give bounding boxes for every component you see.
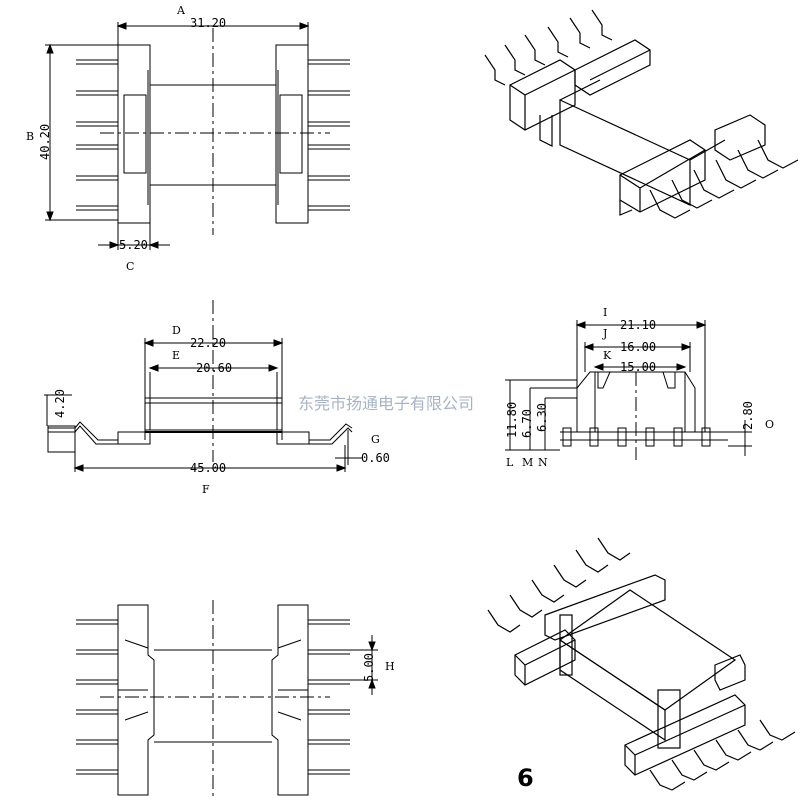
label-l: L bbox=[506, 456, 514, 469]
dim-a-value: 31.20 bbox=[190, 16, 226, 30]
side-view: 21.10 I 16.00 J 15.00 K 11.80 bbox=[505, 306, 774, 469]
company-watermark: 东莞市扬通电子有限公司 bbox=[298, 394, 474, 413]
top-view-pins-left bbox=[76, 59, 118, 211]
label-f-circle: F bbox=[202, 483, 210, 496]
label-k-circle: K bbox=[603, 349, 612, 362]
dim-g-value: 0.60 bbox=[361, 451, 390, 465]
dim-o-value: 2.80 bbox=[741, 401, 755, 430]
label-j-circle: J bbox=[602, 327, 607, 340]
dim-n-value: 6.30 bbox=[535, 403, 549, 432]
bottom-view: 5.00 H bbox=[76, 600, 395, 800]
label-h: H bbox=[385, 660, 395, 673]
bottom-view-pins-right bbox=[308, 619, 350, 775]
label-d: D bbox=[172, 324, 181, 337]
dim-height-value: 4.20 bbox=[53, 389, 67, 418]
dim-m-value: 6.70 bbox=[520, 409, 534, 438]
label-i: I bbox=[603, 306, 607, 319]
dim-e-value: 20.60 bbox=[196, 361, 232, 375]
label-k: K bbox=[603, 349, 612, 362]
dim-i-value: 21.10 bbox=[620, 318, 656, 332]
dim-k-value: 15.00 bbox=[620, 360, 656, 374]
label-g: G bbox=[371, 433, 380, 446]
iso-view-top bbox=[484, 9, 799, 219]
label-m: M bbox=[522, 456, 533, 469]
label-o-circle: O bbox=[765, 418, 774, 431]
bottom-view-pins-left bbox=[76, 619, 118, 775]
label-e-circle: E bbox=[172, 349, 180, 362]
label-c: C bbox=[126, 260, 134, 273]
label-d-circle: D bbox=[172, 324, 181, 337]
label-b: B bbox=[26, 130, 34, 143]
label-c-circle: C bbox=[126, 260, 134, 273]
page-number: 6 bbox=[517, 764, 534, 792]
label-o: O bbox=[765, 418, 774, 431]
dim-b-value: 40.20 bbox=[38, 124, 52, 160]
label-g-circle: G bbox=[371, 433, 380, 446]
dim-c-value: 5.20 bbox=[119, 238, 148, 252]
side-view-pins bbox=[562, 427, 711, 447]
label-f: F bbox=[202, 483, 210, 496]
dim-j-value: 16.00 bbox=[620, 340, 656, 354]
dim-h-value: 5.00 bbox=[362, 653, 376, 682]
label-a-circle: A bbox=[176, 4, 186, 17]
label-h-circle: H bbox=[385, 660, 395, 673]
top-view: 31.20 A 40.20 B 5.20 C bbox=[26, 4, 350, 273]
label-b-circle: B bbox=[26, 130, 34, 143]
dim-f-value: 45.00 bbox=[190, 461, 226, 475]
dim-l-value: 11.80 bbox=[505, 402, 519, 438]
label-n: N bbox=[538, 456, 548, 469]
label-e: E bbox=[172, 349, 180, 362]
label-a: A bbox=[176, 4, 186, 17]
label-i-circle: I bbox=[603, 306, 607, 319]
label-j: J bbox=[602, 327, 607, 340]
dim-d-value: 22.20 bbox=[190, 336, 226, 350]
iso-view-bottom bbox=[487, 537, 796, 791]
front-view: 22.20 D 20.60 E 4.20 45.00 F 0.60 bbox=[44, 300, 390, 496]
top-view-pins-right bbox=[308, 59, 350, 211]
